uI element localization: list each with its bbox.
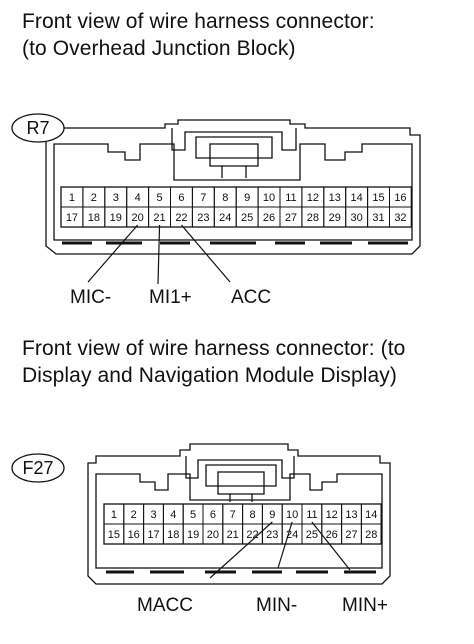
pin-number: 23: [266, 529, 278, 541]
callout-leader: [277, 521, 293, 569]
pin-number: 17: [147, 529, 159, 541]
pin-number: 21: [227, 529, 239, 541]
connector-latch: [195, 136, 273, 159]
callout-leader: [157, 224, 161, 285]
connector-latch: [221, 166, 247, 178]
pin-number: 27: [345, 529, 357, 541]
pin-number: 10: [286, 509, 298, 521]
callout-leader: [87, 224, 139, 283]
connector-recess: [53, 143, 413, 241]
pin-number: 30: [351, 212, 363, 224]
pin-number: 4: [135, 192, 141, 204]
connector-latch: [209, 143, 259, 167]
pin-number: 29: [329, 212, 341, 224]
pin-number: 20: [207, 529, 219, 541]
pin-number: 10: [263, 192, 275, 204]
connector-code-badge: [11, 453, 65, 483]
pin-number: 19: [110, 212, 122, 224]
pin-number: 16: [394, 192, 406, 204]
callout-label: ACC: [231, 287, 271, 308]
pin-number: 3: [150, 509, 156, 521]
pin-number: 9: [269, 509, 275, 521]
pin-number: 8: [249, 509, 255, 521]
connector-latch: [171, 128, 297, 151]
pin-number: 26: [263, 212, 275, 224]
pin-number: 19: [187, 529, 199, 541]
callout-leader: [209, 521, 273, 579]
pin-number: 22: [175, 212, 187, 224]
pin-number: 23: [197, 212, 209, 224]
callout-label: MI1+: [149, 287, 192, 308]
pin-number: 2: [91, 192, 97, 204]
pin-number: 20: [132, 212, 144, 224]
pin-number: 7: [200, 192, 206, 204]
connector-latch: [229, 494, 253, 502]
connector-r7-caption: Front view of wire harness connector: (t…: [22, 8, 375, 62]
pin-number: 16: [128, 529, 140, 541]
pin-number: 13: [345, 509, 357, 521]
connector-code: F27: [22, 458, 53, 478]
pin-number: 14: [351, 192, 363, 204]
callout-label: MIN+: [342, 595, 388, 616]
pin-number: 18: [167, 529, 179, 541]
pin-number: 1: [69, 192, 75, 204]
connector-latch: [217, 471, 265, 495]
pin-number: 9: [244, 192, 250, 204]
pin-number: 25: [241, 212, 253, 224]
pin-number: 17: [66, 212, 78, 224]
pin-number: 25: [306, 529, 318, 541]
pin-number: 26: [326, 529, 338, 541]
pin-number: 21: [153, 212, 165, 224]
pin-number: 24: [219, 212, 231, 224]
pin-number: 4: [170, 509, 176, 521]
callout-label: MACC: [137, 595, 193, 616]
pin-number: 6: [210, 509, 216, 521]
pin-number: 15: [108, 529, 120, 541]
pin-number: 12: [326, 509, 338, 521]
pin-cell: [360, 523, 382, 545]
pin-number: 31: [372, 212, 384, 224]
pin-number: 28: [365, 529, 377, 541]
pin-number: 7: [230, 509, 236, 521]
pin-number: 11: [306, 509, 317, 521]
connector-latch: [185, 456, 295, 479]
connector-housing: [87, 443, 391, 585]
pin-number: 18: [88, 212, 100, 224]
pin-number: 5: [190, 509, 196, 521]
callout-label: MIC-: [70, 287, 111, 308]
pin-number: 1: [111, 509, 117, 521]
pin-number: 22: [246, 529, 258, 541]
connector-latch: [205, 464, 277, 487]
pin-number: 32: [394, 212, 406, 224]
connector-code-badge: [11, 113, 65, 143]
callout-leader: [180, 224, 231, 283]
pin-number: 28: [307, 212, 319, 224]
caption-line: Front view of wire harness connector:: [22, 10, 375, 33]
connector-recess: [95, 473, 383, 569]
caption-line: (to Overhead Junction Block): [22, 37, 296, 60]
caption-line: Display and Navigation Module Display): [22, 364, 397, 387]
pin-number: 15: [372, 192, 384, 204]
callout-label: MIN-: [256, 595, 297, 616]
pin-cell: [389, 206, 412, 228]
caption-line: Front view of wire harness connector: (t…: [22, 337, 406, 360]
callout-leader: [311, 521, 351, 571]
pin-number: 6: [178, 192, 184, 204]
pin-number: 14: [365, 509, 377, 521]
pin-number: 12: [307, 192, 319, 204]
pin-number: 8: [222, 192, 228, 204]
pin-number: 5: [156, 192, 162, 204]
pin-number: 11: [285, 192, 296, 204]
pin-number: 3: [113, 192, 119, 204]
connector-code: R7: [26, 118, 49, 138]
pin-number: 2: [131, 509, 137, 521]
pin-number: 13: [329, 192, 341, 204]
connector-f27-caption: Front view of wire harness connector: (t…: [22, 335, 405, 389]
pin-number: 27: [285, 212, 297, 224]
